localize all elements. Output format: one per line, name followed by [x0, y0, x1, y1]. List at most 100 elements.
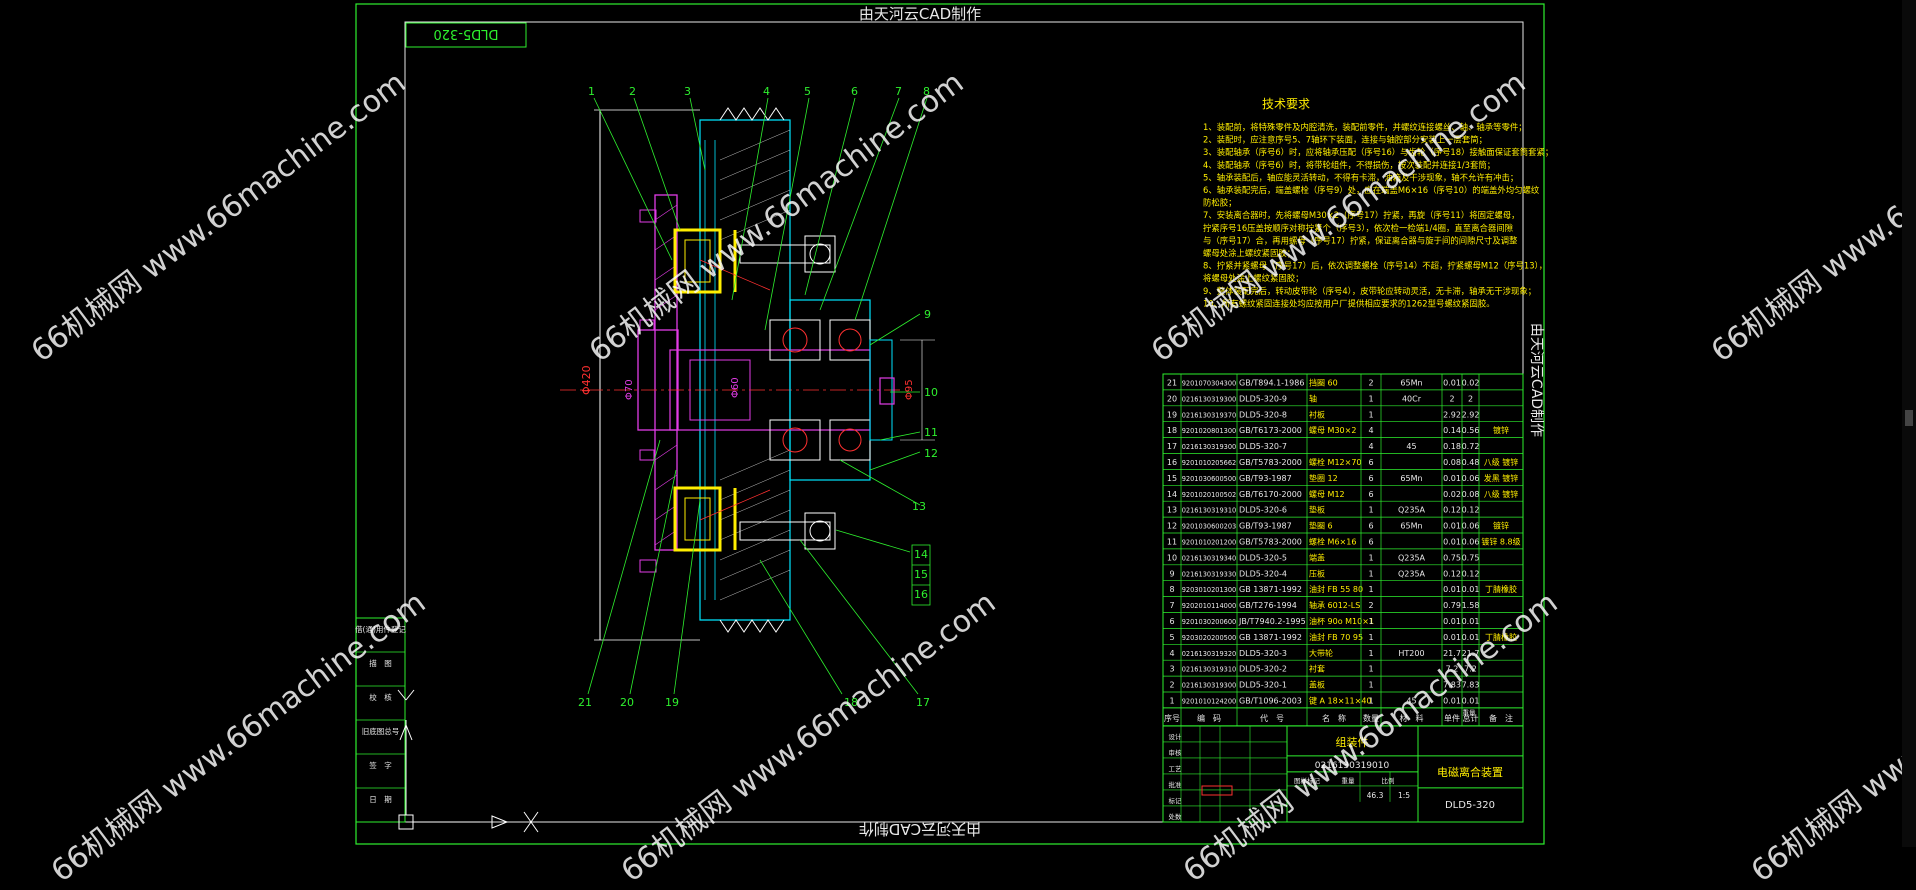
balloon-2[interactable]: 2 [629, 85, 636, 98]
bom-cell: 0.01 [1443, 617, 1461, 626]
bom-cell: 0.06 [1462, 522, 1480, 531]
bom-cell: DLD5-320-6 [1239, 506, 1287, 515]
bom-cell: 9201010201200 [1182, 539, 1237, 547]
scroll-thumb[interactable] [1905, 410, 1913, 426]
tech-req-line: 8、拧紧并紧螺母（序号17）后，依次调整螺栓（序号14）不超，拧紧螺母M12（序… [1203, 261, 1547, 271]
bom-cell: 衬板 [1309, 409, 1325, 419]
bom-cell: GB/T6170-2000 [1239, 490, 1302, 499]
balloon-21[interactable]: 21 [578, 696, 592, 709]
bom-cell: 18 [1167, 426, 1177, 435]
bom-cell: 0.12 [1443, 506, 1461, 515]
balloon-13[interactable]: 13 [912, 500, 926, 513]
sign-row-label: 审核 [1169, 748, 1183, 757]
bom-cell: 17 [1167, 442, 1177, 451]
bom-cell: 0216130319300 [1182, 682, 1237, 690]
left-table-row-label: 日 期 [369, 795, 392, 804]
balloon-18[interactable]: 18 [844, 696, 858, 709]
bom-cell: 45 [1406, 442, 1416, 451]
bom-cell: DLD5-320-2 [1239, 665, 1287, 674]
bom-cell: Q235A [1398, 553, 1426, 562]
bom-cell: 镀锌 [1493, 521, 1509, 531]
bom-cell: 3 [1169, 665, 1174, 674]
balloon-7[interactable]: 7 [895, 85, 902, 98]
bom-cell: 0.01 [1443, 474, 1461, 483]
balloon-8[interactable]: 8 [923, 85, 930, 98]
bom-cell: 0.02 [1462, 379, 1480, 388]
left-table-row-label: 旧底图总号 [362, 726, 400, 736]
balloon-9[interactable]: 9 [924, 308, 931, 321]
balloon-15[interactable]: 15 [914, 568, 928, 581]
bom-cell: 0.14 [1443, 426, 1461, 435]
bom-cell: 0216130319340 [1182, 554, 1237, 562]
scale-label: 重量 [1342, 777, 1356, 785]
balloon-6[interactable]: 6 [851, 85, 858, 98]
bom-cell: 0.08 [1443, 458, 1461, 467]
bom-cell: 11 [1167, 538, 1177, 547]
bom-cell: 丁腈橡胶 [1485, 632, 1517, 642]
bom-cell: 压板 [1309, 568, 1325, 578]
drawing-number: DLD5-320 [1445, 800, 1495, 811]
bom-cell: 65Mn [1400, 379, 1422, 388]
balloon-12[interactable]: 12 [924, 447, 938, 460]
clutch-section-drawing[interactable]: Φ420 [560, 85, 938, 709]
balloon-3[interactable]: 3 [684, 85, 691, 98]
bom-cell: 0216130319320 [1182, 650, 1237, 658]
bom-cell: 发黑 镀锌 [1484, 473, 1519, 483]
cad-drawing-canvas[interactable]: 由天河云CAD制作 由天河云CAD制作 由天河云CAD制作 DLD5-320 Φ… [0, 0, 1916, 847]
vertical-scrollbar[interactable] [1902, 0, 1916, 847]
balloon-4[interactable]: 4 [763, 85, 770, 98]
bom-cell: GB/T93-1987 [1239, 474, 1292, 483]
bom-cell: 1 [1368, 506, 1373, 515]
balloon-5[interactable]: 5 [804, 85, 811, 98]
bom-cell: 0.12 [1443, 569, 1461, 578]
bom-cell: GB/T5783-2000 [1239, 458, 1302, 467]
bom-cell: 6 [1368, 458, 1373, 467]
tech-req-line: 拧紧序号16压盖按顺序对称拧紧个（序号3），依次检一检端1/4圈，直至离合器间隙 [1203, 223, 1514, 233]
bom-cell: 9201030600203 [1182, 523, 1237, 531]
bom-cell: 油封 FB 55 80 [1309, 584, 1363, 594]
balloon-17[interactable]: 17 [916, 696, 930, 709]
bom-cell: 19 [1167, 410, 1177, 419]
bom-cell: Q235A [1398, 506, 1426, 515]
bom-cell: GB/T5783-2000 [1239, 538, 1302, 547]
balloon-14[interactable]: 14 [914, 548, 928, 561]
bom-cell: 0216130319310 [1182, 666, 1237, 674]
ucs-icon [397, 689, 539, 833]
balloon-20[interactable]: 20 [620, 696, 634, 709]
bom-cell: 2.92 [1462, 410, 1480, 419]
balloon-1[interactable]: 1 [588, 85, 595, 98]
bom-cell: 镀锌 8.8级 [1481, 537, 1520, 547]
bom-cell: 1 [1368, 585, 1373, 594]
balloon-19[interactable]: 19 [665, 696, 679, 709]
bom-cell: HT200 [1398, 649, 1424, 658]
bom-cell: 0.01 [1462, 617, 1480, 626]
bom-cell: 1 [1368, 633, 1373, 642]
left-table-row-label: 描 图 [369, 658, 392, 668]
bom-cell: 5 [1169, 633, 1174, 642]
bom-cell: Q235A [1398, 569, 1426, 578]
bom-header-cell: 数量 [1363, 713, 1379, 723]
balloon-11[interactable]: 11 [924, 426, 938, 439]
bom-cell: 7.83 [1443, 681, 1461, 690]
tech-req-line: 7、安装离合器时，先将螺母M30×2（序号17）拧紧，再旋（序号11）将固定螺母… [1203, 210, 1520, 220]
bom-cell: 65Mn [1400, 522, 1422, 531]
bom-cell: 0.01 [1462, 697, 1480, 706]
balloon-16[interactable]: 16 [914, 588, 928, 601]
bom-cell: DLD5-320-8 [1239, 410, 1287, 419]
bom-cell: 大带轮 [1309, 648, 1333, 658]
scale-label: 图样标记 [1294, 776, 1321, 785]
technical-requirements: 技术要求 1、装配前，将特殊零件及内腔清洗，装配前零件，并螺纹连接螺丝、轴、轴承… [1203, 97, 1553, 308]
balloon-10[interactable]: 10 [924, 386, 938, 399]
bom-cell: 1 [1368, 665, 1373, 674]
bom-cell: 14 [1167, 490, 1177, 499]
